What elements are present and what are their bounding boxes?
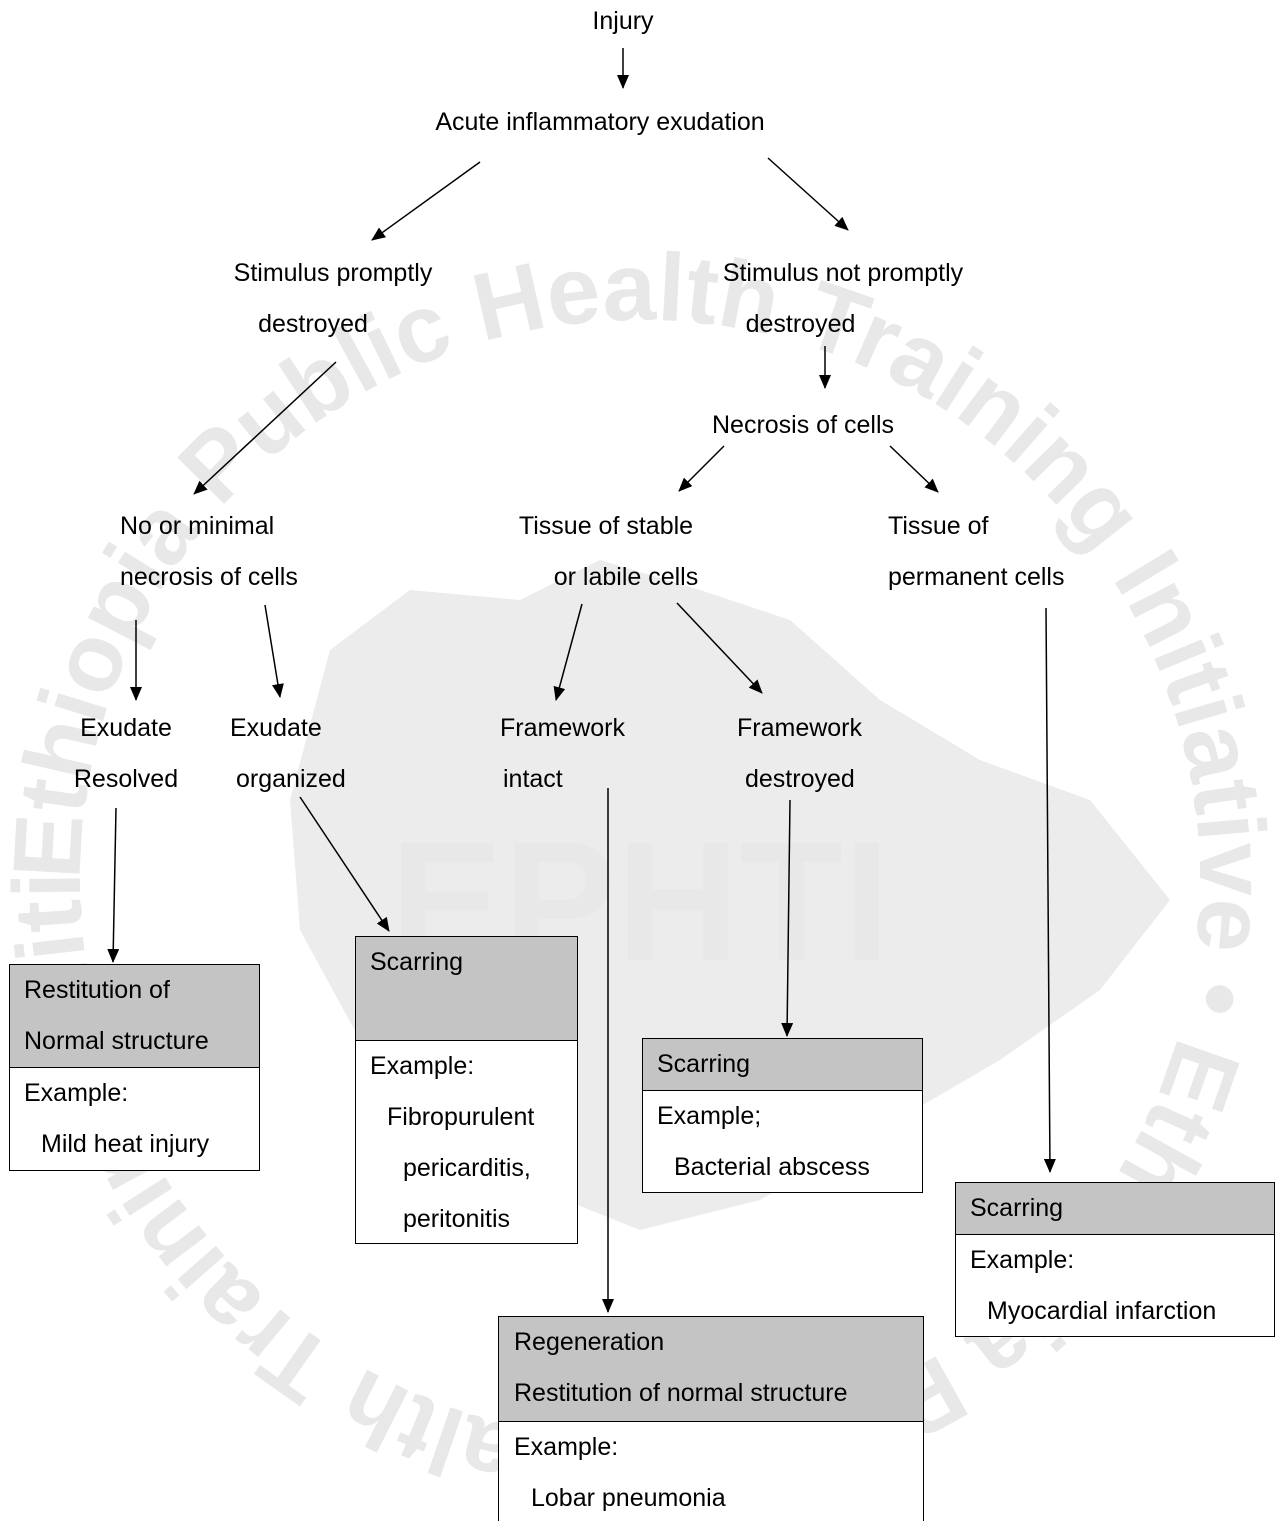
node-stimulus-not-destroyed-line2: destroyed xyxy=(745,310,856,338)
box-restitution-header: Restitution of Normal structure xyxy=(10,965,259,1068)
box-scarring-abscess-example-label: Example; xyxy=(657,1102,762,1130)
arrow-fdestroyed-scarring xyxy=(781,799,794,1037)
node-framework-destroyed-line2: destroyed xyxy=(745,765,855,793)
box-restitution-body: Example: Mild heat injury xyxy=(10,1068,259,1170)
box-regeneration-header-line2: Restitution of normal structure xyxy=(514,1379,848,1407)
node-minimal-necrosis-line2: necrosis of cells xyxy=(120,563,298,591)
arrow-necrosis-stable xyxy=(678,445,725,492)
box-scarring-organized-header: Scarring xyxy=(356,937,577,1041)
arrow-stim-destroyed-minimal xyxy=(193,361,337,495)
box-scarring-permanent-example: Myocardial infarction xyxy=(987,1297,1217,1325)
box-restitution: Restitution of Normal structure Example:… xyxy=(9,964,260,1171)
arrow-permanent-scarring xyxy=(1043,607,1056,1173)
box-scarring-abscess-header-line1: Scarring xyxy=(657,1050,751,1078)
node-necrosis-of-cells: Necrosis of cells xyxy=(712,411,894,439)
box-scarring-organized-example-1: Fibropurulent xyxy=(387,1103,535,1131)
box-regeneration-header: Regeneration Restitution of normal struc… xyxy=(499,1317,923,1422)
box-restitution-example-label: Example: xyxy=(24,1079,129,1107)
box-regeneration-body: Example: Lobar pneumonia xyxy=(499,1422,923,1521)
node-exudate-organized-line1: Exudate xyxy=(230,714,322,742)
box-scarring-organized-header-line1: Scarring xyxy=(370,948,464,976)
node-injury: Injury xyxy=(592,7,654,35)
box-scarring-abscess: Scarring Example; Bacterial abscess xyxy=(642,1038,923,1193)
node-framework-intact-line1: Framework xyxy=(500,714,626,742)
box-regeneration: Regeneration Restitution of normal struc… xyxy=(498,1316,924,1521)
box-scarring-abscess-example: Bacterial abscess xyxy=(674,1153,870,1181)
arrow-minimal-organized xyxy=(264,604,284,698)
box-scarring-organized-body: Example: Fibropurulent pericarditis, per… xyxy=(356,1041,577,1245)
arrow-organized-scarring xyxy=(299,796,390,932)
node-stimulus-destroyed-line1: Stimulus promptly xyxy=(233,259,433,287)
arrow-necrosis-permanent xyxy=(889,445,939,493)
box-restitution-header-line1: Restitution of xyxy=(24,976,170,1004)
box-scarring-organized-example-label: Example: xyxy=(370,1052,475,1080)
box-scarring-permanent-header: Scarring xyxy=(956,1183,1274,1235)
box-scarring-permanent-header-line1: Scarring xyxy=(970,1194,1064,1222)
arrow-acute-stim-destroyed xyxy=(371,161,481,241)
arrow-stable-fdestroyed xyxy=(676,602,763,694)
box-scarring-organized: Scarring Example: Fibropurulent pericard… xyxy=(355,936,578,1244)
node-minimal-necrosis-line1: No or minimal xyxy=(120,512,275,540)
box-restitution-header-line2: Normal structure xyxy=(24,1027,209,1055)
box-scarring-permanent: Scarring Example: Myocardial infarction xyxy=(955,1182,1275,1337)
node-permanent-line1: Tissue of xyxy=(888,512,989,540)
node-stimulus-destroyed-line2: destroyed xyxy=(258,310,368,338)
box-restitution-example: Mild heat injury xyxy=(41,1130,210,1158)
node-exudate-resolved-line1: Exudate xyxy=(80,714,172,742)
node-exudate-organized-line2: organized xyxy=(236,765,346,793)
box-regeneration-header-line1: Regeneration xyxy=(514,1328,665,1356)
node-exudate-resolved-line2: Resolved xyxy=(73,765,179,793)
arrow-acute-stim-not xyxy=(767,157,849,231)
box-scarring-permanent-example-label: Example: xyxy=(970,1246,1075,1274)
box-regeneration-example-label: Example: xyxy=(514,1433,619,1461)
arrow-resolved-restitution xyxy=(107,807,120,963)
box-scarring-organized-example-2: pericarditis, xyxy=(403,1154,531,1182)
box-scarring-abscess-body: Example; Bacterial abscess xyxy=(643,1091,922,1193)
box-regeneration-example: Lobar pneumonia xyxy=(531,1484,726,1512)
box-scarring-organized-example-3: peritonitis xyxy=(403,1205,510,1233)
node-acute-inflammatory-exudation: Acute inflammatory exudation xyxy=(435,108,765,136)
arrow-stable-intact xyxy=(553,603,583,701)
node-framework-intact-line2: intact xyxy=(503,765,563,793)
node-stable-labile-line2: or labile cells xyxy=(553,563,699,591)
node-framework-destroyed-line1: Framework xyxy=(737,714,863,742)
node-permanent-line2: permanent cells xyxy=(888,563,1065,591)
node-stable-labile-line1: Tissue of stable xyxy=(518,512,694,540)
node-stimulus-not-destroyed-line1: Stimulus not promptly xyxy=(722,259,964,287)
box-scarring-abscess-header: Scarring xyxy=(643,1039,922,1091)
box-scarring-permanent-body: Example: Myocardial infarction xyxy=(956,1235,1274,1337)
